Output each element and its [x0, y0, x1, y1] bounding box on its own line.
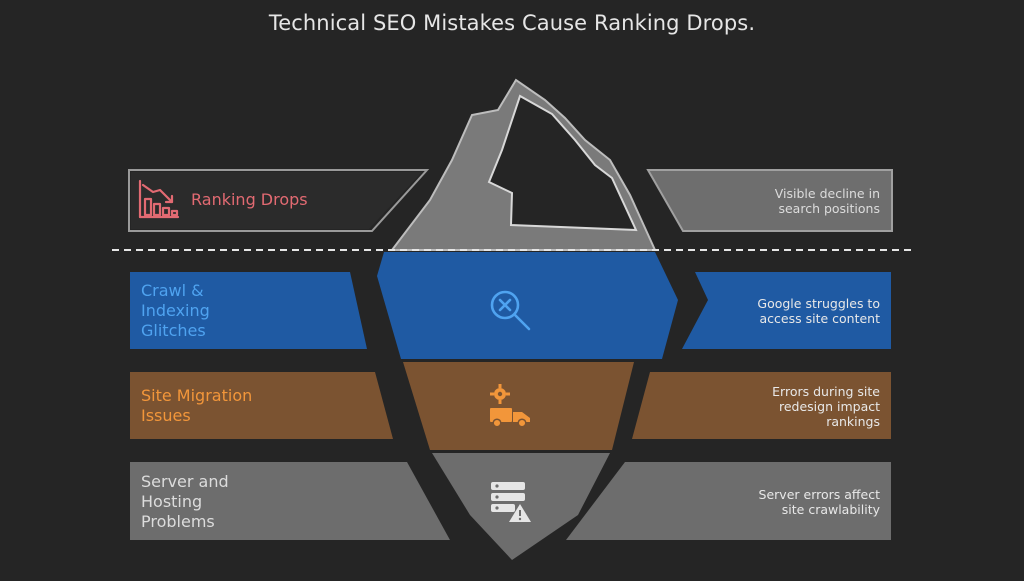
crawl-indexing-description: Google struggles to access site content	[757, 296, 880, 326]
server-desc-line-1: Server errors affect	[758, 487, 880, 502]
bar-chart-decline-icon	[138, 179, 180, 219]
migration-left-band	[130, 372, 393, 439]
server-left-band	[130, 462, 450, 540]
crawl-desc-line-2: access site content	[759, 311, 880, 326]
crawl-center-band	[377, 252, 678, 359]
migration-desc-line-1: Errors during site	[772, 384, 880, 399]
search-error-icon	[490, 290, 531, 331]
server-label-line-1: Server and	[141, 472, 229, 491]
ranking-right-panel	[646, 169, 893, 232]
crawl-label-line-1: Crawl &	[141, 281, 204, 300]
crawl-indexing-label: Crawl & Indexing Glitches	[141, 281, 210, 341]
iceberg-snow-cap	[487, 94, 638, 232]
ranking-left-panel-fill	[131, 172, 422, 229]
crawl-label-line-3: Glitches	[141, 321, 206, 340]
server-label-line-3: Problems	[141, 512, 215, 531]
ranking-drops-label-line: Ranking Drops	[191, 190, 308, 209]
ranking-drops-description: Visible decline in search positions	[775, 186, 880, 216]
server-hosting-label: Server and Hosting Problems	[141, 472, 229, 532]
ranking-left-panel	[128, 169, 430, 232]
migration-desc-line-2: redesign impact	[778, 399, 880, 414]
ranking-drops-label: Ranking Drops	[191, 190, 308, 210]
site-migration-description: Errors during site redesign impact ranki…	[772, 384, 880, 429]
server-warning-icon	[491, 482, 531, 522]
migration-center-band	[403, 362, 634, 450]
crawl-left-band	[130, 272, 367, 349]
server-hosting-description: Server errors affect site crawlability	[759, 487, 880, 517]
ranking-desc-line-1: Visible decline in	[774, 186, 880, 201]
server-desc-line-2: site crawlability	[781, 502, 880, 517]
migration-desc-line-3: rankings	[826, 414, 880, 429]
diagram-title: Technical SEO Mistakes Cause Ranking Dro…	[268, 11, 756, 35]
server-label-line-2: Hosting	[141, 492, 203, 511]
site-migration-label: Site Migration Issues	[141, 386, 252, 426]
crawl-desc-line-1: Google struggles to	[757, 296, 880, 311]
migration-label-line-1: Site Migration	[141, 386, 253, 405]
crawl-label-line-2: Indexing	[141, 301, 210, 320]
truck-gear-icon	[490, 384, 530, 428]
ranking-desc-line-2: search positions	[778, 201, 880, 216]
migration-label-line-2: Issues	[141, 406, 191, 425]
crawl-right-band	[682, 272, 891, 349]
migration-right-band	[632, 372, 891, 439]
server-right-band	[566, 462, 891, 540]
